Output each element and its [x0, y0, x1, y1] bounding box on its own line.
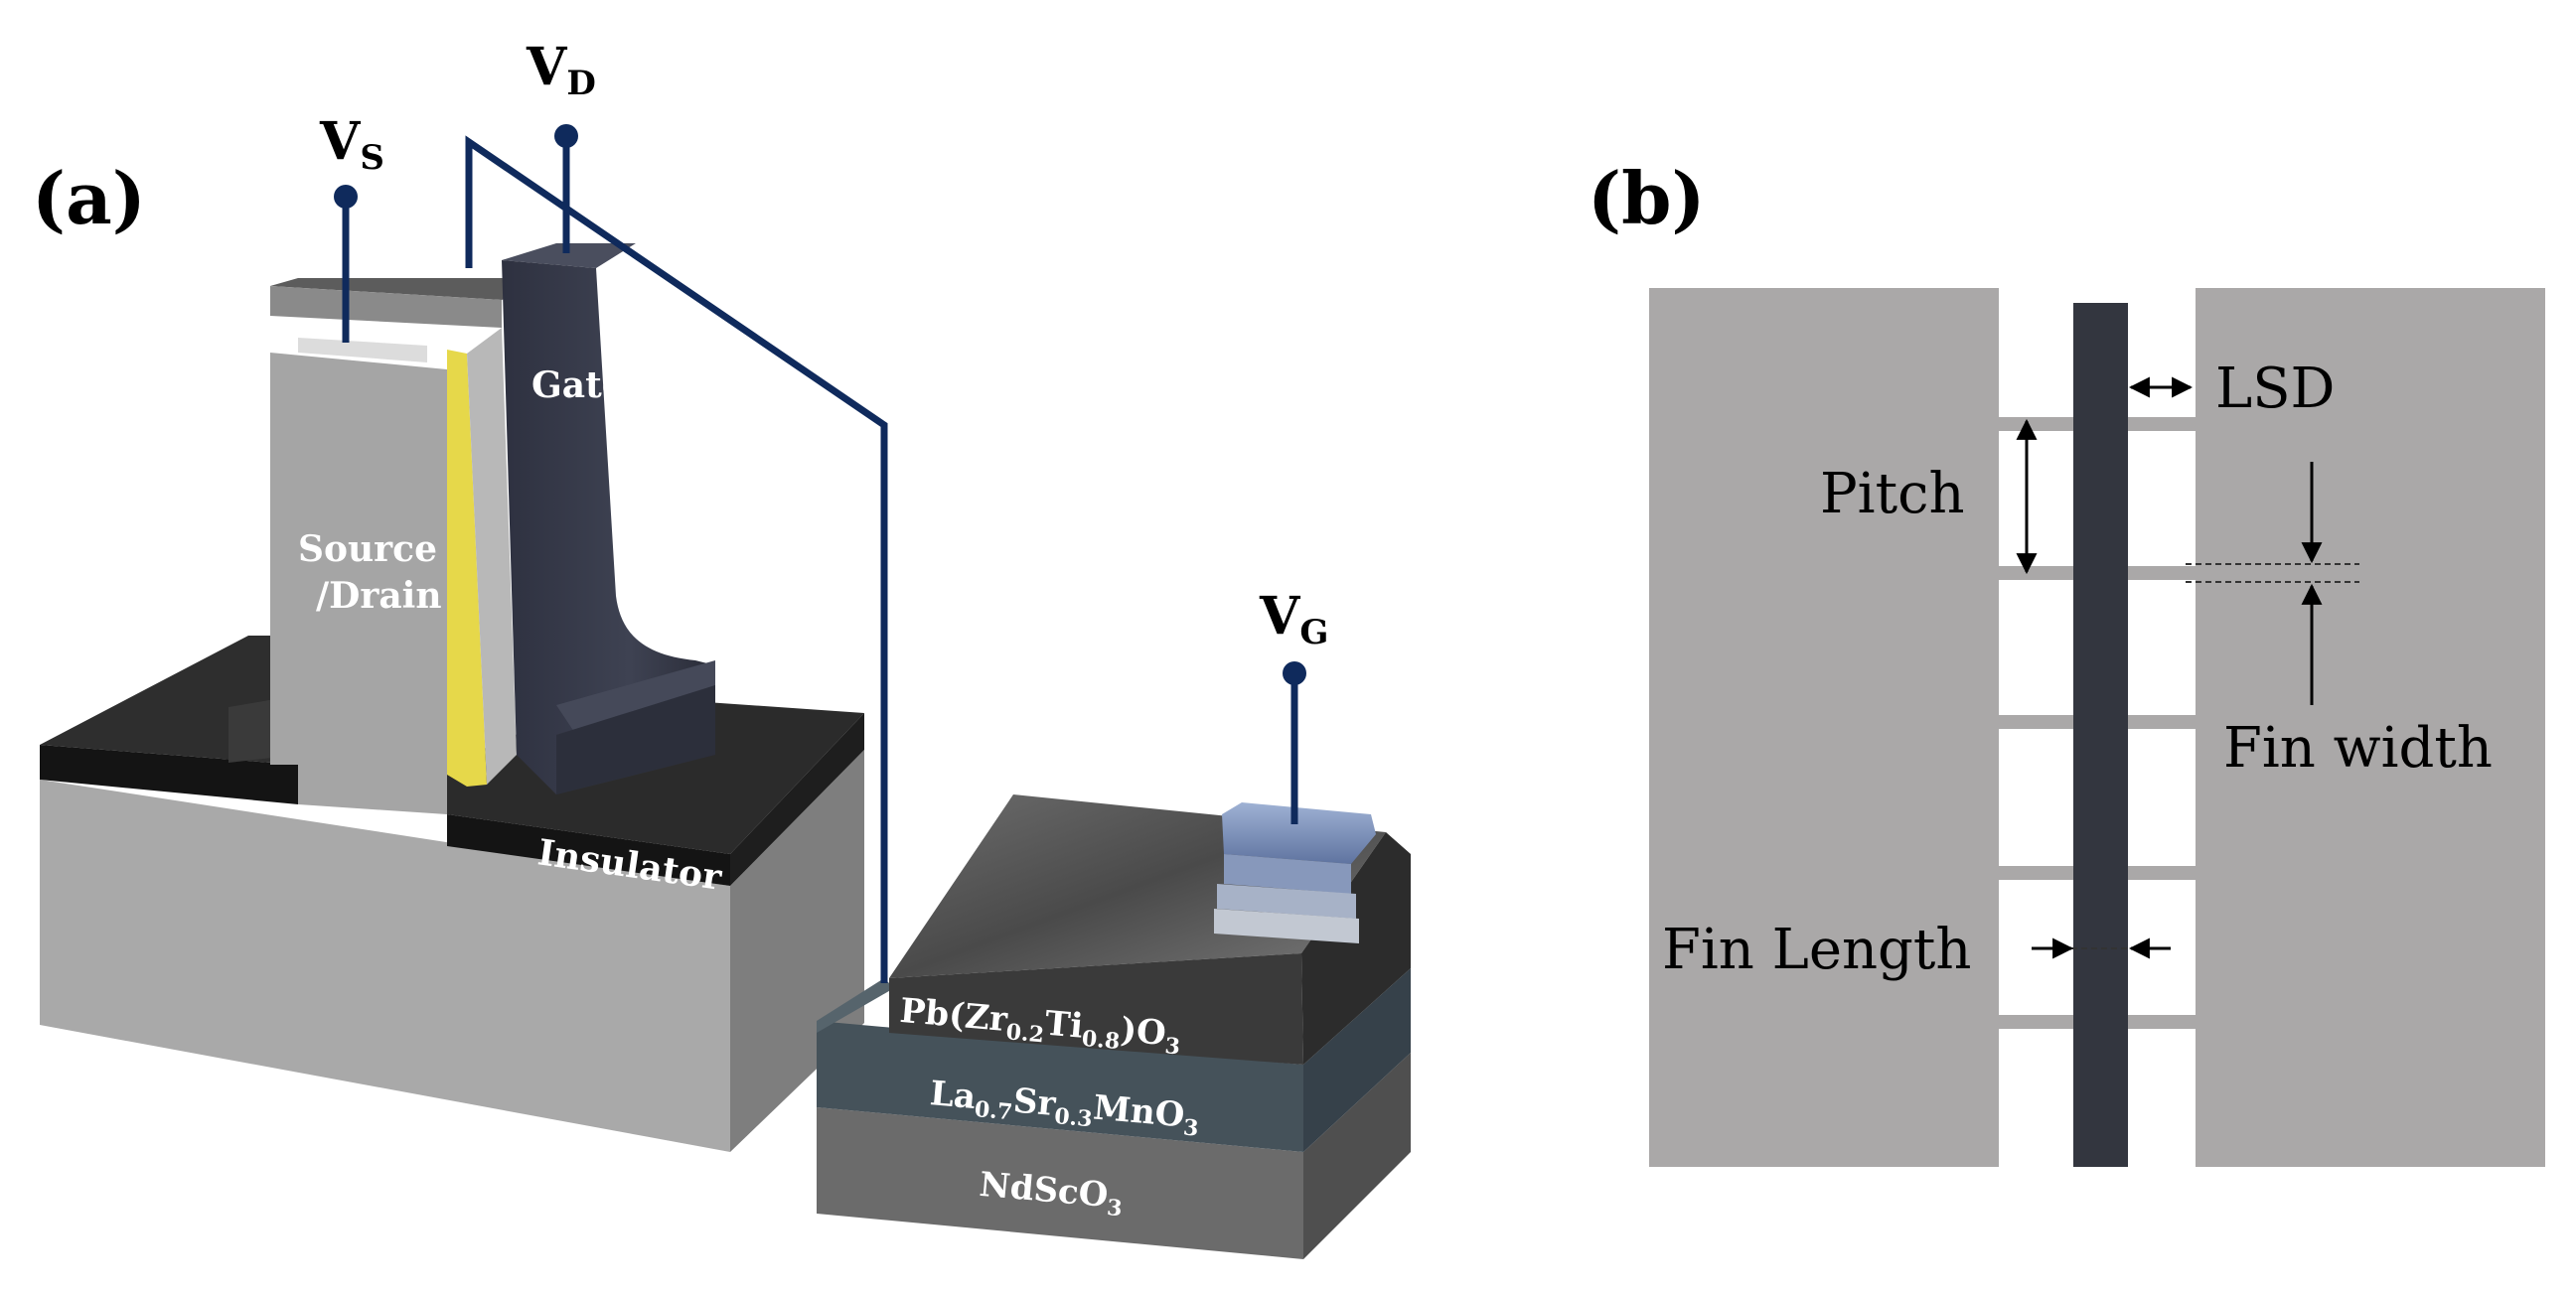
nso-front: [817, 1107, 1303, 1259]
vg-label: VG: [1259, 586, 1328, 652]
svg-text:La0.7Sr0.3MnO3: La0.7Sr0.3MnO3: [928, 1074, 1201, 1142]
gate-foot-top: [556, 660, 715, 735]
vs-label: VS: [319, 111, 384, 178]
fin-length-label: Fin Length: [1662, 918, 1971, 982]
lsmo-top-ledge: [817, 978, 894, 1033]
insulator-side-edge: [730, 713, 864, 886]
vd-terminal: [554, 124, 578, 148]
panel-a: (a): [32, 37, 1411, 1259]
panel-b-label: (b): [1588, 156, 1705, 240]
gate-label: Gate: [531, 364, 625, 406]
fin-back: [270, 286, 502, 328]
fin-highlight: [298, 338, 427, 362]
electrode-step-1: [1217, 884, 1356, 919]
svg-text:Pb(Zr0.2Ti0.8)O3: Pb(Zr0.2Ti0.8)O3: [898, 991, 1183, 1061]
source-label: Source: [298, 528, 437, 570]
vs-terminal: [334, 185, 358, 209]
pzt-side: [1301, 832, 1411, 1065]
gate-body: [502, 260, 715, 794]
gate-block: Gate: [502, 243, 715, 794]
gate-foot-front: [556, 685, 715, 794]
pzt-label: Pb(Zr0.2Ti0.8)O3: [898, 991, 1183, 1061]
substrate-front: [40, 780, 730, 1152]
gate-wire: [465, 135, 888, 983]
dielectric-layer: [447, 350, 487, 787]
fin-inner-side: [467, 328, 517, 785]
vg-terminal: [1283, 661, 1306, 685]
lsd-label: LSD: [2215, 357, 2335, 421]
left-pad: [1649, 288, 1999, 1167]
electrode-step-2: [1214, 909, 1359, 943]
right-pad: [2196, 288, 2545, 1167]
insulator-front-edge-right: [447, 814, 730, 886]
electrode-side: [1224, 854, 1351, 894]
gate-top: [502, 243, 636, 268]
electrode-top: [1222, 802, 1376, 864]
capacitor-stack: Pb(Zr0.2Ti0.8)O3 La0.7Sr0.3MnO3 NdScO3: [817, 794, 1411, 1259]
wires: [342, 135, 1298, 983]
nso-side: [1303, 1053, 1411, 1259]
pitch-label: Pitch: [1820, 462, 1965, 526]
panel-a-label: (a): [32, 156, 146, 240]
source-drain-fin: [270, 278, 556, 814]
drain-label: /Drain: [316, 575, 442, 617]
lsmo-label: La0.7Sr0.3MnO3: [928, 1074, 1201, 1142]
lsmo-side: [1303, 968, 1411, 1152]
gate-bar: [2073, 303, 2128, 1167]
panel-b: (b) LSD Pitch Fin width Fin Length: [1588, 156, 2545, 1167]
fin-width-label: Fin width: [2223, 716, 2493, 781]
fin-top: [270, 278, 556, 300]
vd-label: VD: [526, 37, 596, 103]
fin-front: [270, 353, 447, 814]
pzt-front: [889, 953, 1303, 1065]
